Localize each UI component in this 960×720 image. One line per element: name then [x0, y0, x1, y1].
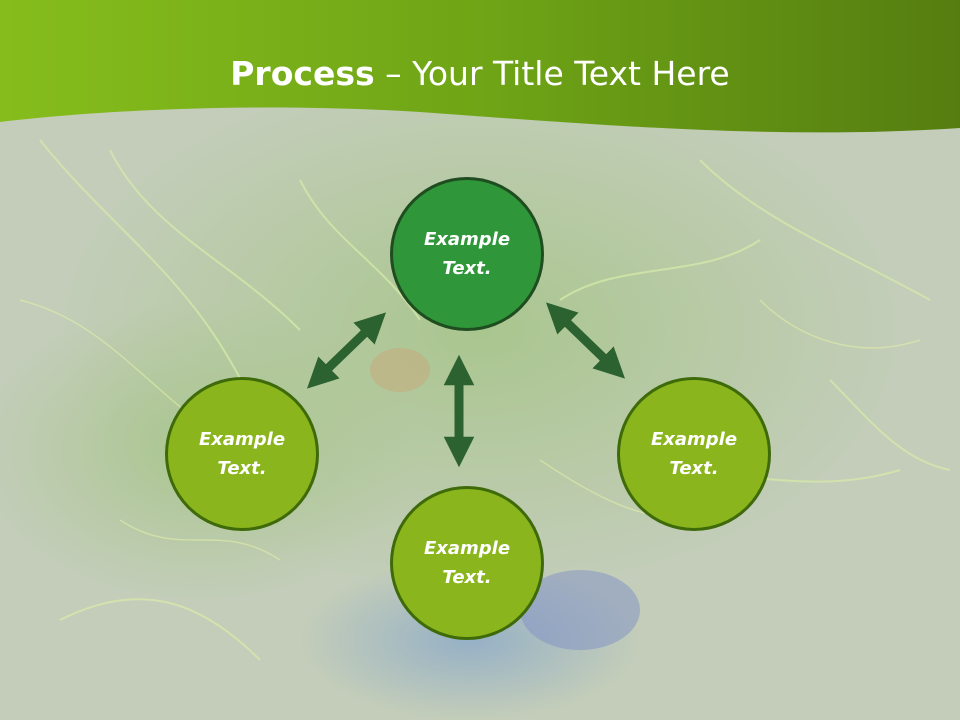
circle-left-label: Example Text. — [198, 429, 286, 479]
circle-bottom[interactable]: Example Text. — [390, 486, 544, 640]
circle-top[interactable]: Example Text. — [390, 177, 544, 331]
title-rest: – Your Title Text Here — [374, 54, 730, 93]
arrow-top-left — [306, 312, 387, 389]
circle-top-label: Example Text. — [423, 229, 511, 279]
circle-right-label: Example Text. — [650, 429, 738, 479]
arrow-top-right — [545, 302, 626, 379]
slide-title: Process – Your Title Text Here — [0, 52, 960, 96]
circle-bottom-label: Example Text. — [423, 538, 511, 588]
title-bold: Process — [230, 54, 375, 93]
circle-left[interactable]: Example Text. — [165, 377, 319, 531]
circle-right[interactable]: Example Text. — [617, 377, 771, 531]
